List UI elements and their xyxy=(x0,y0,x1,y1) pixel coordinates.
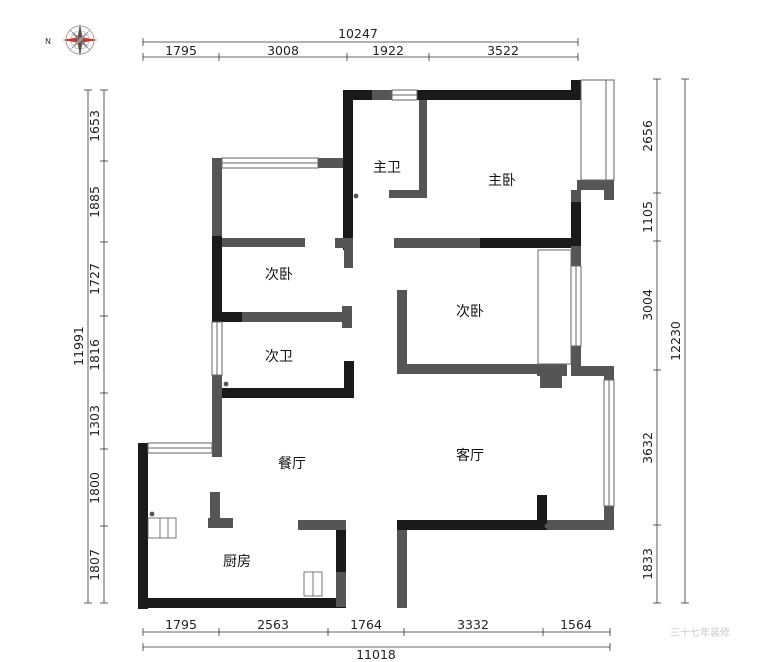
load-bearing-walls xyxy=(138,80,581,609)
compass-north-label: N xyxy=(45,37,51,46)
partition-walls xyxy=(208,90,614,608)
left-dimension-3: 1727 xyxy=(87,263,102,295)
right-dimension-3: 3004 xyxy=(640,289,655,321)
left-dimension-4: 1816 xyxy=(87,339,102,371)
top-total-dimension: 10247 xyxy=(338,26,378,41)
right-dimension-1: 2656 xyxy=(640,120,655,152)
bottom-dimension-3: 1764 xyxy=(350,617,382,632)
room-label-kitchen: 厨房 xyxy=(223,554,251,570)
left-dimension-6: 1800 xyxy=(87,472,102,504)
fixtures xyxy=(147,193,550,597)
windows xyxy=(147,79,615,507)
bottom-dimension-4: 3332 xyxy=(457,617,489,632)
right-dimension-4: 3632 xyxy=(640,432,655,464)
room-label-second-bedroom-left: 次卧 xyxy=(265,267,293,283)
compass-icon: N xyxy=(45,24,98,56)
room-label-dining-room: 餐厅 xyxy=(278,456,306,472)
left-dimension-2: 1885 xyxy=(87,186,102,218)
bottom-dimension-5: 1564 xyxy=(560,617,592,632)
top-dimension-2: 3008 xyxy=(267,43,299,58)
top-dimension-lines xyxy=(142,38,579,61)
right-dimension-2: 1105 xyxy=(640,201,655,233)
top-dimension-1: 1795 xyxy=(165,43,197,58)
top-dimension-4: 3522 xyxy=(487,43,519,58)
right-total-dimension: 12230 xyxy=(668,321,683,361)
bottom-dimension-lines xyxy=(142,628,611,651)
room-label-master-bedroom: 主卧 xyxy=(488,173,516,189)
bottom-total-dimension: 11018 xyxy=(356,647,396,662)
left-dimension-lines xyxy=(84,89,108,604)
bottom-dimension-1: 1795 xyxy=(165,617,197,632)
left-total-dimension: 11991 xyxy=(71,326,86,366)
top-dimension-3: 1922 xyxy=(372,43,404,58)
watermark-text: 三十七年装修 xyxy=(670,626,730,639)
room-label-master-bath: 主卫 xyxy=(373,160,401,176)
left-dimension-7: 1807 xyxy=(87,549,102,581)
left-dimension-1: 1653 xyxy=(87,110,102,142)
room-label-living-room: 客厅 xyxy=(456,447,484,464)
right-dimension-lines xyxy=(653,78,689,604)
room-label-second-bedroom-right: 次卧 xyxy=(456,304,484,320)
bottom-dimension-2: 2563 xyxy=(257,617,289,632)
right-dimension-5: 1833 xyxy=(640,548,655,580)
left-dimension-5: 1303 xyxy=(87,405,102,437)
room-label-second-bath: 次卫 xyxy=(265,349,293,365)
